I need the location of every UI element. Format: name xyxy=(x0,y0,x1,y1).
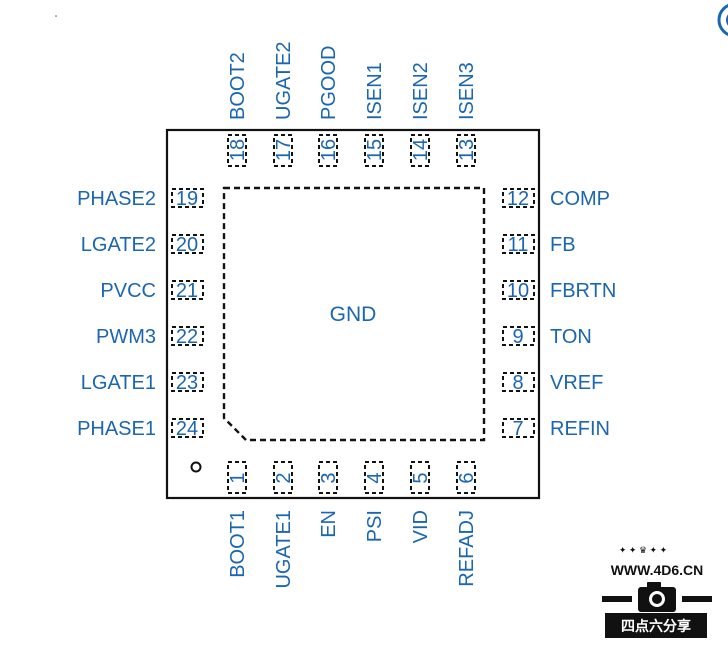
pin-number-9: 9 xyxy=(512,326,523,348)
pin-number-16: 16 xyxy=(318,139,340,161)
pin-number-2: 2 xyxy=(273,472,295,483)
pin-number-4: 4 xyxy=(364,472,386,483)
pin-label-ugate1: UGATE1 xyxy=(273,510,295,589)
pin-14-pad xyxy=(410,134,430,167)
exposed-pad xyxy=(222,186,486,442)
pin-number-19: 19 xyxy=(176,188,198,210)
watermark-stars: ✦ ✦ ♛ ✦ ✦ xyxy=(619,545,668,555)
pin-1-pad xyxy=(227,461,247,494)
pin-4-pad xyxy=(364,461,384,494)
pin-label-refadj: REFADJ xyxy=(456,510,478,587)
pin-label-lgate1: LGATE1 xyxy=(81,372,156,394)
pin-3-pad xyxy=(318,461,338,494)
stray-dot xyxy=(55,15,57,17)
pin-label-psi: PSI xyxy=(364,510,386,542)
pin-20-pad xyxy=(171,234,204,254)
pin-label-pvcc: PVCC xyxy=(100,280,156,302)
pin-number-12: 12 xyxy=(507,188,529,210)
watermark: ✦ ✦ ♛ ✦ ✦ WWW.4D6.CN 四点六分享 xyxy=(602,545,712,638)
pin-number-6: 6 xyxy=(456,472,478,483)
pin-24-pad xyxy=(171,418,204,438)
pin-number-18: 18 xyxy=(227,139,249,161)
camera-icon xyxy=(638,582,676,612)
pin-label-comp: COMP xyxy=(550,188,610,210)
pin-6-pad xyxy=(456,461,476,494)
pin-15-pad xyxy=(364,134,384,167)
watermark-caption: 四点六分享 xyxy=(621,618,691,634)
pin-number-5: 5 xyxy=(410,472,432,483)
pin-22-pad xyxy=(171,326,204,346)
pin1-indicator xyxy=(190,461,202,473)
pin-label-isen3: ISEN3 xyxy=(456,62,478,120)
pin-7-pad xyxy=(502,418,535,438)
package-outline xyxy=(165,128,541,500)
pin-number-20: 20 xyxy=(176,234,198,256)
corner-logo-icon xyxy=(717,3,728,37)
pin-number-21: 21 xyxy=(176,280,198,302)
pin-label-fb: FB xyxy=(550,234,576,256)
pin-number-11: 11 xyxy=(508,234,529,256)
pin-label-pgood: PGOOD xyxy=(318,46,340,120)
pin-number-15: 15 xyxy=(364,139,386,161)
center-label: GND xyxy=(330,303,377,326)
pin-label-vid: VID xyxy=(410,510,432,543)
pin-label-isen1: ISEN1 xyxy=(364,62,386,120)
pin-label-pwm3: PWM3 xyxy=(96,326,156,348)
watermark-url: WWW.4D6.CN xyxy=(611,562,704,578)
pin-13-pad xyxy=(456,134,476,167)
pin-8-pad xyxy=(502,372,535,392)
pin-label-ton: TON xyxy=(550,326,592,348)
pin-label-boot2: BOOT2 xyxy=(227,52,249,120)
pin-9-pad xyxy=(502,326,535,346)
pin-label-phase1: PHASE1 xyxy=(77,418,156,440)
pin-label-en: EN xyxy=(318,510,340,538)
pin-23-pad xyxy=(171,372,204,392)
pin-number-23: 23 xyxy=(176,372,198,394)
pin-17-pad xyxy=(273,134,293,167)
pin-label-phase2: PHASE2 xyxy=(77,188,156,210)
pin-number-14: 14 xyxy=(410,139,432,161)
pin-number-3: 3 xyxy=(318,472,340,483)
pin-5-pad xyxy=(410,461,430,494)
pin-12-pad xyxy=(502,188,535,208)
pin-number-13: 13 xyxy=(456,139,478,161)
watermark-bar-left xyxy=(602,596,632,602)
pin-number-22: 22 xyxy=(176,326,198,348)
pin-number-1: 1 xyxy=(227,472,249,483)
pin-number-7: 7 xyxy=(512,418,523,440)
pin-10-pad xyxy=(502,280,535,300)
pin-label-fbrtn: FBRTN xyxy=(550,280,616,302)
pin-number-10: 10 xyxy=(507,280,529,302)
watermark-bar-right xyxy=(682,596,712,602)
watermark-caption-box xyxy=(605,613,707,638)
pin-2-pad xyxy=(273,461,293,494)
pin-19-pad xyxy=(171,188,204,208)
pin-11-pad xyxy=(502,234,535,254)
pin-label-ugate2: UGATE2 xyxy=(273,41,295,120)
pin-label-lgate2: LGATE2 xyxy=(81,234,156,256)
pin-21-pad xyxy=(171,280,204,300)
pin-number-8: 8 xyxy=(512,372,523,394)
pin-label-boot1: BOOT1 xyxy=(227,510,249,578)
pin-label-isen2: ISEN2 xyxy=(410,62,432,120)
pin-16-pad xyxy=(318,134,338,167)
pin-number-17: 17 xyxy=(273,139,295,161)
pin-label-vref: VREF xyxy=(550,372,603,394)
pin-number-24: 24 xyxy=(176,418,198,440)
pin-18-pad xyxy=(227,134,247,167)
pin-label-refin: REFIN xyxy=(550,418,610,440)
